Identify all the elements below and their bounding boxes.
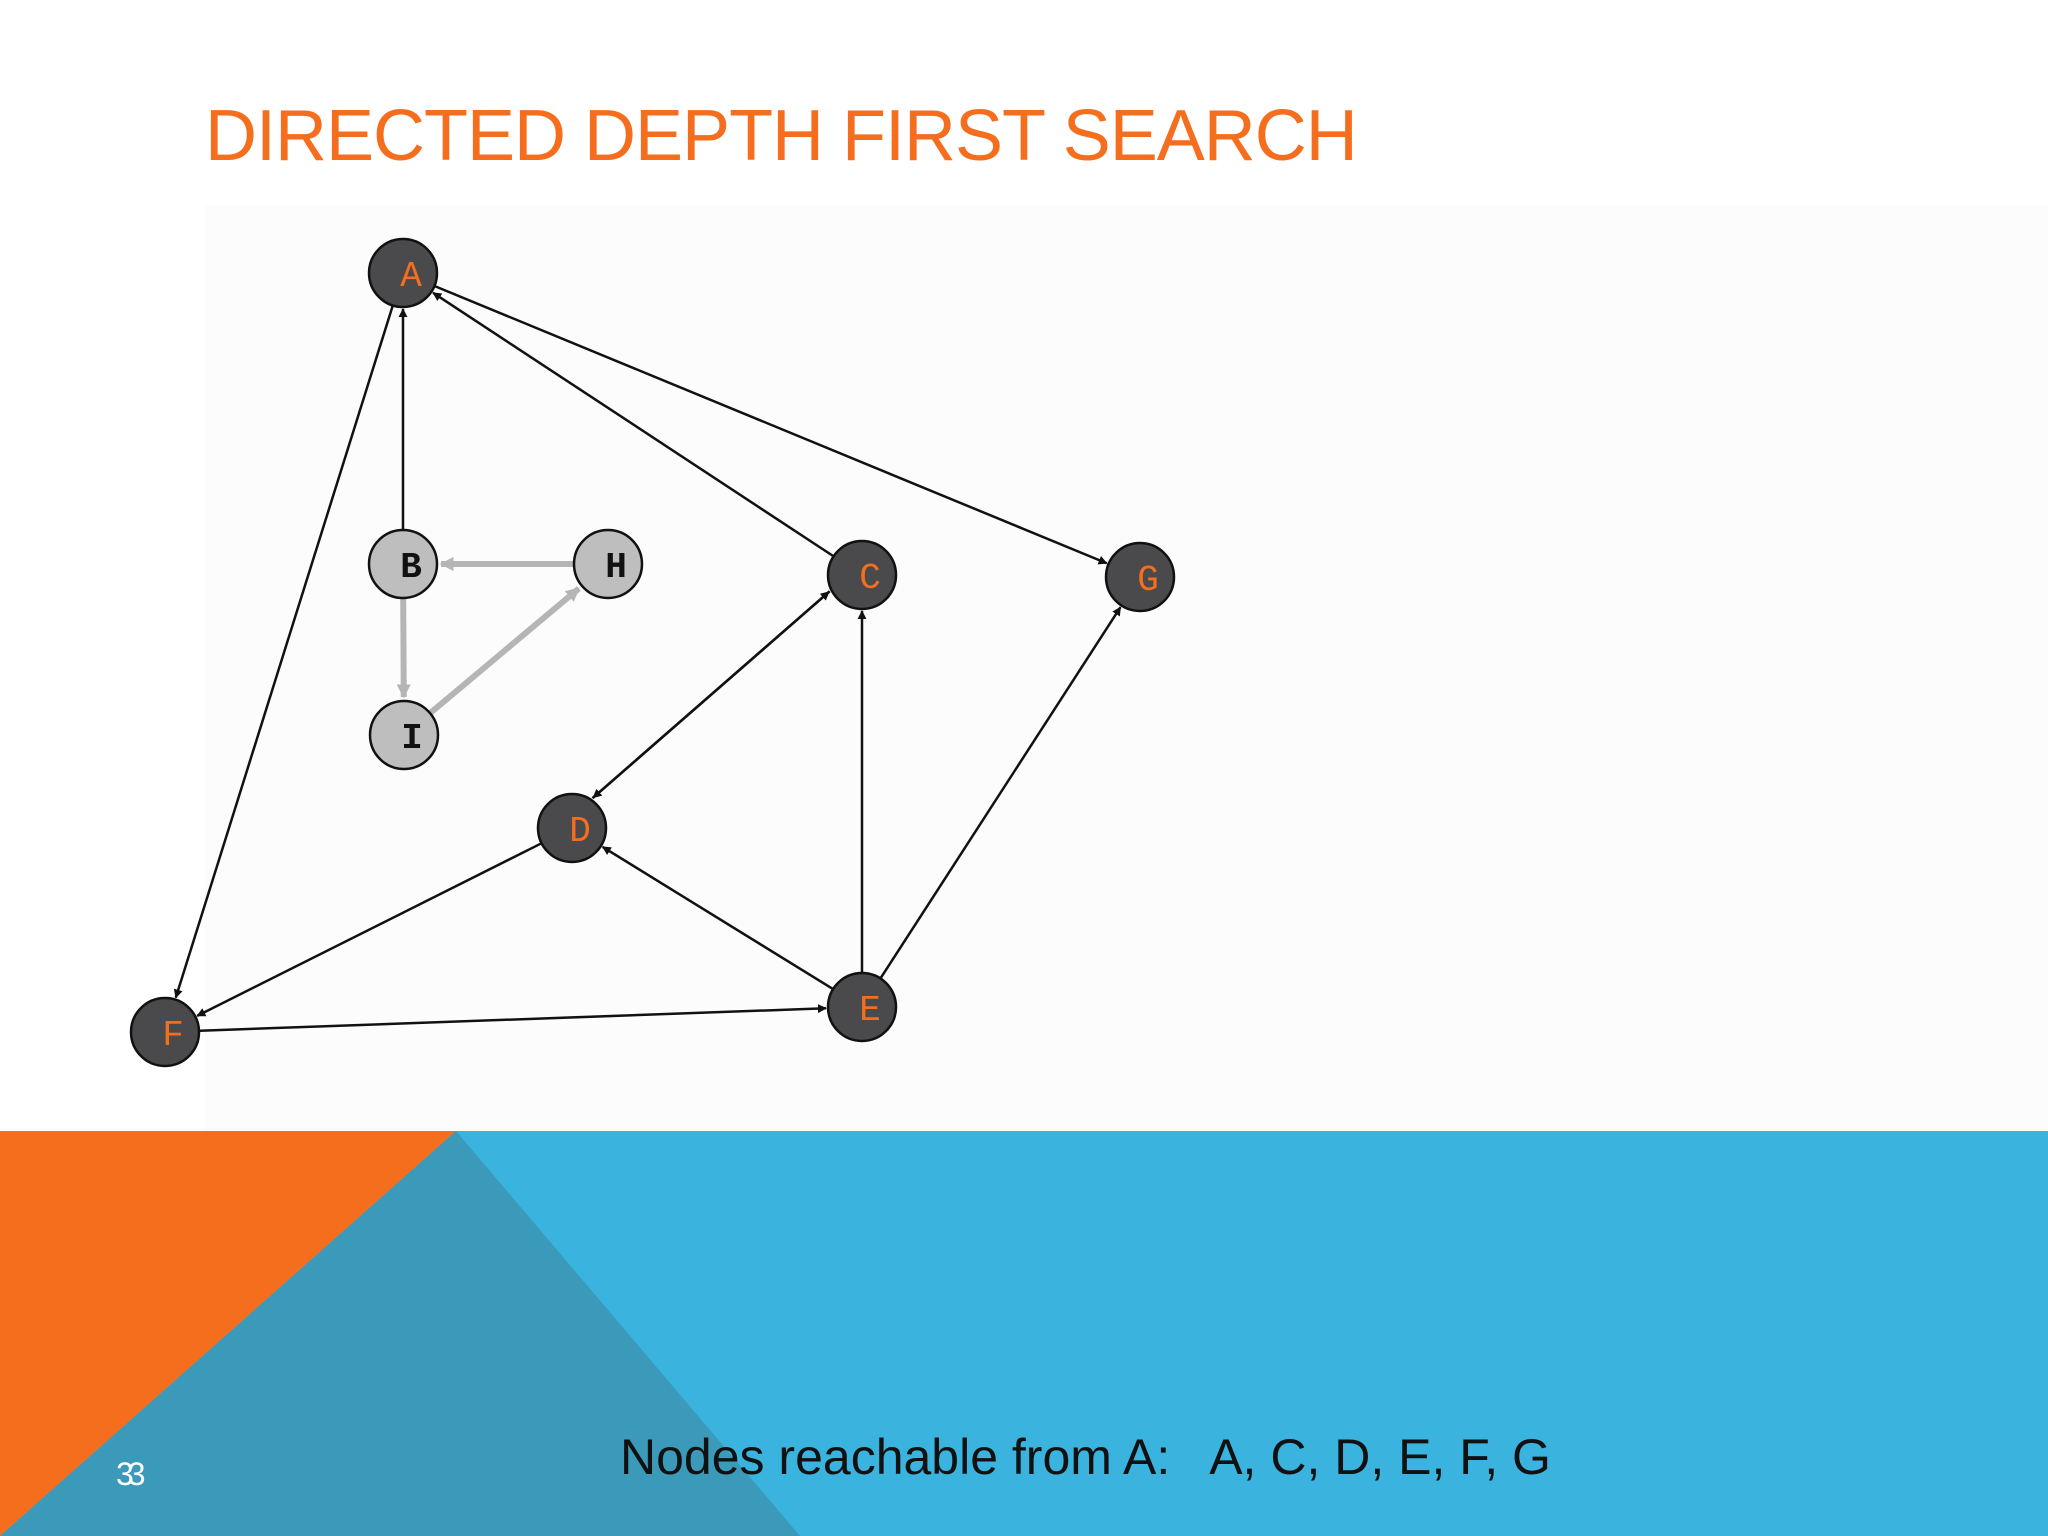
node-g: G: [1104, 541, 1176, 613]
edge-e-to-g: [879, 606, 1122, 979]
edge-f-to-e: [199, 1004, 827, 1032]
node-e: E: [826, 971, 898, 1043]
node-circle-i: [368, 699, 440, 771]
node-circle-e: [826, 971, 898, 1043]
node-label-h: H: [605, 547, 627, 588]
edge-e-to-d: [601, 845, 833, 990]
node-circle-f: [129, 996, 201, 1068]
node-label-c: C: [859, 558, 881, 599]
node-label-e: E: [859, 990, 881, 1031]
diagram-panel: [205, 205, 2048, 1130]
node-circle-b: [367, 528, 439, 600]
node-label-i: I: [401, 718, 423, 759]
node-b: B: [367, 528, 439, 600]
node-label-g: G: [1137, 560, 1159, 601]
edge-d-to-f: [196, 842, 542, 1017]
node-f: F: [129, 996, 201, 1068]
node-a: A: [367, 237, 439, 309]
node-circle-d: [536, 792, 608, 864]
slide-title: DIRECTED DEPTH FIRST SEARCH: [205, 96, 1358, 176]
edge-c-to-a: [432, 291, 834, 557]
node-circle-g: [1104, 541, 1176, 613]
footer-teal-triangle: [0, 1131, 800, 1536]
slide-number: 33: [116, 1456, 145, 1492]
node-d: D: [536, 792, 608, 864]
node-circle-h: [572, 528, 644, 600]
edge-b-to-i: [396, 598, 411, 699]
nodes-layer: A B H C G I D E F: [129, 237, 1176, 1068]
node-h: H: [572, 528, 644, 600]
node-label-d: D: [569, 811, 591, 852]
node-circle-a: [367, 237, 439, 309]
node-label-a: A: [400, 256, 422, 297]
edge-a-to-g: [434, 285, 1108, 565]
node-c: C: [826, 539, 898, 611]
node-i: I: [368, 699, 440, 771]
edge-c-to-d: [592, 590, 831, 799]
edge-a-to-f: [173, 306, 394, 999]
edges-layer: [173, 285, 1122, 1032]
node-circle-c: [826, 539, 898, 611]
reachable-nodes-caption: Nodes reachable from A: A, C, D, E, F, G: [620, 1429, 1551, 1485]
edge-i-to-h: [428, 586, 581, 715]
node-label-f: F: [162, 1015, 184, 1056]
node-label-b: B: [400, 547, 422, 588]
